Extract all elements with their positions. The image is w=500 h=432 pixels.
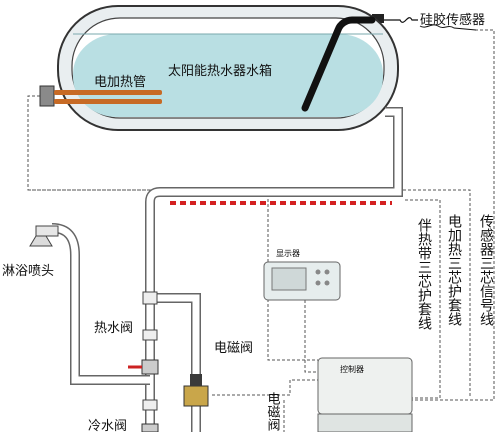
solenoid-cable [212,379,318,396]
sensor-rod [301,16,376,112]
controller-label: 控制器 [340,364,364,374]
display-cable [304,300,318,373]
sensor-label: 硅胶传感器 [420,12,485,28]
display-label: 显示器 [276,249,300,258]
heater-cable-label: 电加热三芯护套线 [446,214,462,326]
heater-tube-label: 电加热管 [94,75,146,90]
solenoid-valve-icon [183,374,209,407]
tank-label: 太阳能热水器水箱 [168,63,272,79]
sensor-cable-label: 传感器三芯信号线 [478,214,494,326]
electric-heater-tube [39,85,162,107]
solenoid-valve-label: 电磁阀 [214,341,253,356]
cold-water-valve-icon [141,423,159,432]
cold-valve-label: 冷水阀 [88,419,127,432]
hot-water-valve-icon [128,359,159,375]
shower-label: 淋浴喷头 [2,264,54,279]
sensor-wire [372,14,477,31]
heat-tape-cable [405,199,441,399]
sensor-probe-icon [372,14,384,23]
solenoid-cable-label: 电磁阀 [265,392,281,431]
sensor-signal-cable [412,29,495,401]
controller-box [317,357,413,432]
shower-head-icon [29,225,59,247]
display-device [263,261,341,301]
hot-valve-label: 热水阀 [94,321,133,336]
heat-tape-cable-label: 伴热带三芯护套线 [416,218,432,330]
pipe-fittings [142,291,158,411]
